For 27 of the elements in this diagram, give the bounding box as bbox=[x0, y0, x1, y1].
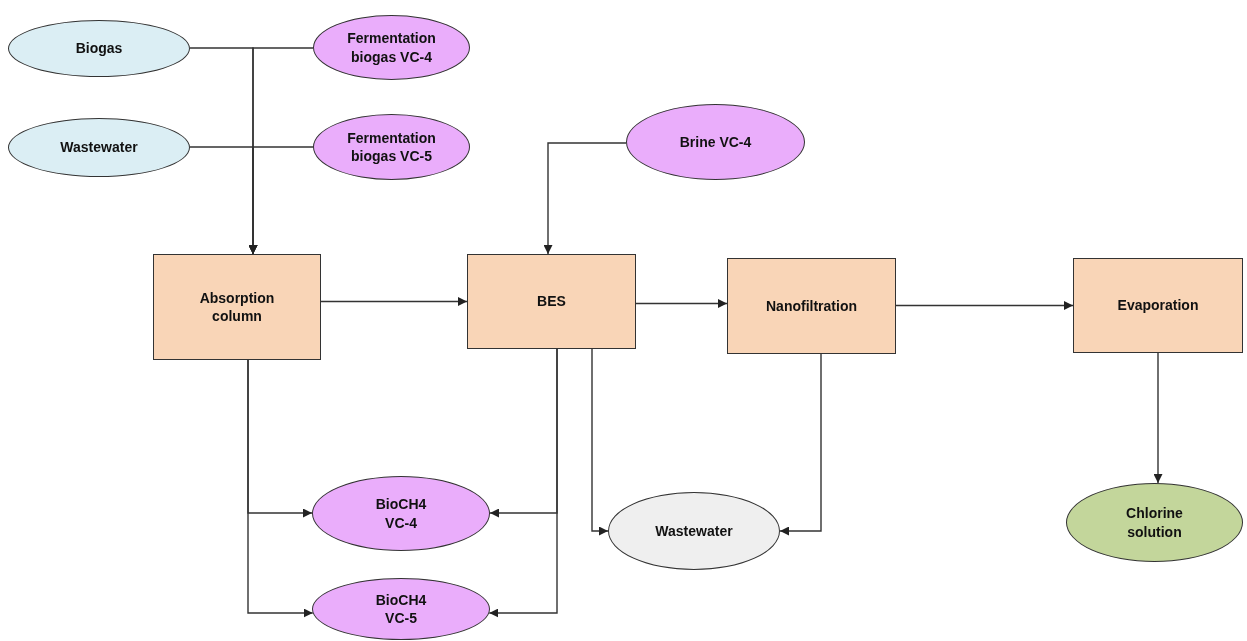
node-label: Chlorine solution bbox=[1125, 504, 1184, 541]
process-box bbox=[153, 254, 321, 360]
node-label: Absorption column bbox=[198, 288, 276, 326]
node-label: BES bbox=[536, 292, 567, 311]
node-label: Nanofiltration bbox=[765, 296, 858, 316]
process-box bbox=[727, 258, 896, 354]
process-box bbox=[1073, 258, 1243, 353]
arrow bbox=[779, 353, 822, 536]
arrow bbox=[895, 301, 1074, 310]
node-label: BioCH4 VC-4 bbox=[374, 495, 428, 532]
process-box bbox=[467, 254, 636, 349]
node-label: Biogas bbox=[74, 39, 124, 58]
node-label: Evaporation bbox=[1116, 296, 1200, 315]
node-label: BioCH4 VC-5 bbox=[374, 590, 428, 628]
arrow bbox=[591, 348, 609, 536]
node-label: Wastewater bbox=[654, 521, 734, 541]
arrow bbox=[543, 142, 627, 255]
arrow bbox=[248, 146, 314, 255]
arrow bbox=[635, 299, 728, 308]
node-label: Fermentation biogas VC-4 bbox=[346, 29, 437, 66]
arrow bbox=[247, 359, 314, 618]
arrow bbox=[320, 297, 468, 306]
arrow bbox=[488, 348, 558, 618]
node-label: Brine VC-4 bbox=[678, 132, 753, 152]
node-label: Wastewater bbox=[59, 138, 139, 157]
node-label: Fermentation biogas VC-5 bbox=[346, 128, 437, 166]
arrow bbox=[1153, 352, 1163, 484]
